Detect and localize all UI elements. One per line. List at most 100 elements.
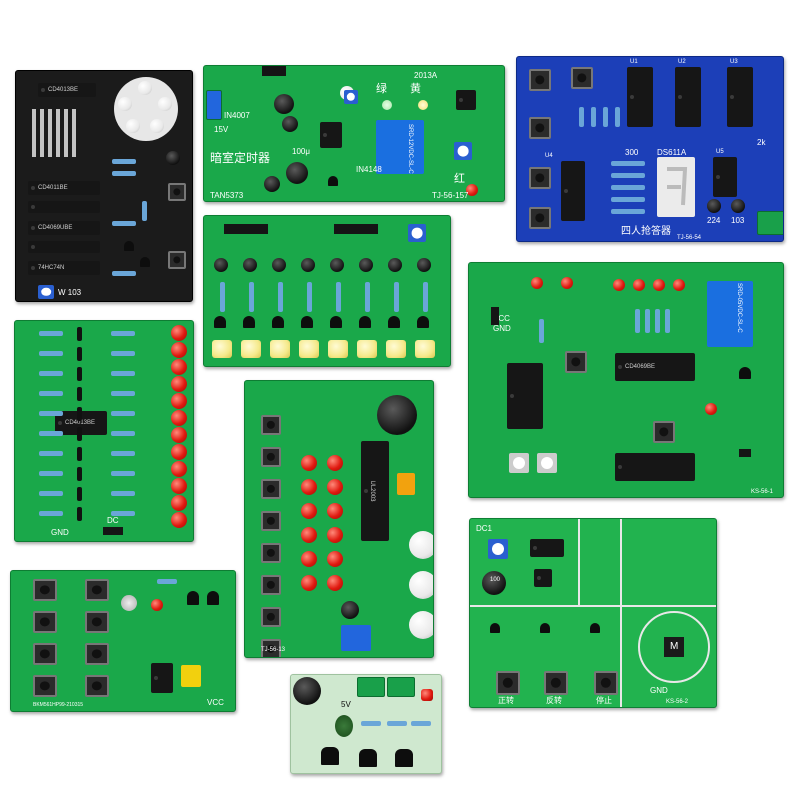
pin-header (103, 527, 123, 535)
red-led (301, 551, 317, 567)
forward-button[interactable] (496, 671, 520, 695)
ic-chip (28, 201, 100, 213)
pcb-board-buzzer: UL2003 TJ-56-13 (244, 380, 434, 658)
yellow-led (415, 340, 435, 358)
board-model: KS-56-1 (751, 489, 774, 495)
red-led (171, 444, 187, 460)
transistor (359, 316, 371, 328)
resistor (645, 309, 650, 333)
transistor (330, 316, 342, 328)
pcb-board-motor: DC1 100 M 正转 反转 停止 GND KS-56-2 (469, 518, 717, 708)
ic-chip: 74HC74N (28, 261, 100, 275)
potentiometer (38, 285, 54, 299)
red-led (151, 599, 163, 611)
ic-chip: U3 (727, 59, 753, 127)
digit-glyph (667, 167, 688, 206)
ic-chip: U1 (627, 59, 653, 127)
forward-label: 正转 (498, 696, 514, 705)
resistor (39, 431, 63, 436)
resistor (591, 107, 596, 127)
keypad-button (85, 675, 109, 697)
red-led (171, 342, 187, 358)
red-led (466, 184, 478, 196)
resistor (336, 282, 341, 312)
resistor (635, 309, 640, 333)
cap-label: 100 (490, 577, 501, 583)
capacitor (243, 258, 257, 272)
reverse-button[interactable] (544, 671, 568, 695)
red-led (327, 455, 343, 471)
red-led (171, 427, 187, 443)
red-led (171, 495, 187, 511)
red-led (531, 277, 543, 289)
potentiometer (537, 453, 557, 473)
red-led (327, 575, 343, 591)
resistor (77, 447, 82, 461)
push-button (261, 447, 281, 467)
transistor (124, 241, 134, 251)
value-label: 2k (757, 138, 766, 147)
pcb-board-ledrow (203, 215, 451, 367)
capacitor (330, 258, 344, 272)
pcb-board-leds: CD4013BE GND DC (14, 320, 194, 542)
potentiometer (454, 142, 472, 160)
ic-chip: U5 (713, 149, 737, 197)
red-led (613, 279, 625, 291)
resistor (77, 347, 82, 361)
red-led (301, 479, 317, 495)
red-led (301, 455, 317, 471)
capacitor (341, 601, 359, 619)
board-title: 暗室定时器 (210, 151, 271, 165)
ic-chip: U4 (545, 153, 585, 221)
resistor (77, 487, 82, 501)
push-button (168, 183, 186, 201)
red-led (301, 575, 317, 591)
board-divider (470, 605, 716, 607)
push-button (168, 251, 186, 269)
capacitor (731, 199, 745, 213)
green-led (382, 100, 392, 110)
transistor (301, 316, 313, 328)
red-led (171, 325, 187, 341)
push-button (261, 415, 281, 435)
terminal-block (757, 211, 783, 235)
keypad-button (33, 643, 57, 665)
resistor (111, 371, 135, 376)
resistor (307, 282, 312, 312)
push-button (529, 117, 551, 139)
red-led (327, 551, 343, 567)
resistor (220, 282, 225, 312)
transistor (540, 623, 550, 633)
resistor (423, 282, 428, 312)
board-model: KS-56-2 (666, 699, 689, 705)
resistor (539, 319, 544, 343)
pcb-board-timer: 15V 2013A 100μ IN4007 绿 黄 SRD-12VDC-SL-C… (203, 65, 505, 202)
resistor (111, 511, 135, 516)
resistor (611, 173, 645, 178)
yellow-led (270, 340, 290, 358)
red-led (327, 503, 343, 519)
vcc-label: VCC (493, 314, 510, 323)
voltage-label: 5V (341, 700, 351, 709)
terminal-block (357, 677, 385, 697)
motor-label: M (670, 641, 679, 652)
capacitor (282, 116, 298, 132)
stop-button[interactable] (594, 671, 618, 695)
yellow-led (241, 340, 261, 358)
push-button (653, 421, 675, 443)
transistor (140, 257, 150, 267)
red-led (673, 279, 685, 291)
red-led (171, 393, 187, 409)
qr-pattern (32, 109, 80, 157)
white-led (409, 531, 433, 559)
resistor (39, 491, 63, 496)
capacitor (482, 571, 506, 595)
push-button (261, 543, 281, 563)
gnd-label: GND (51, 528, 69, 537)
resistor (77, 407, 82, 421)
year-label: 2013A (414, 71, 438, 80)
resistor (77, 507, 82, 521)
resistor (77, 467, 82, 481)
pcb-board-relay: SRD-05VDC-SL-C VCC GND CD4069BE KS-56-1 (468, 262, 784, 498)
push-button (261, 575, 281, 595)
